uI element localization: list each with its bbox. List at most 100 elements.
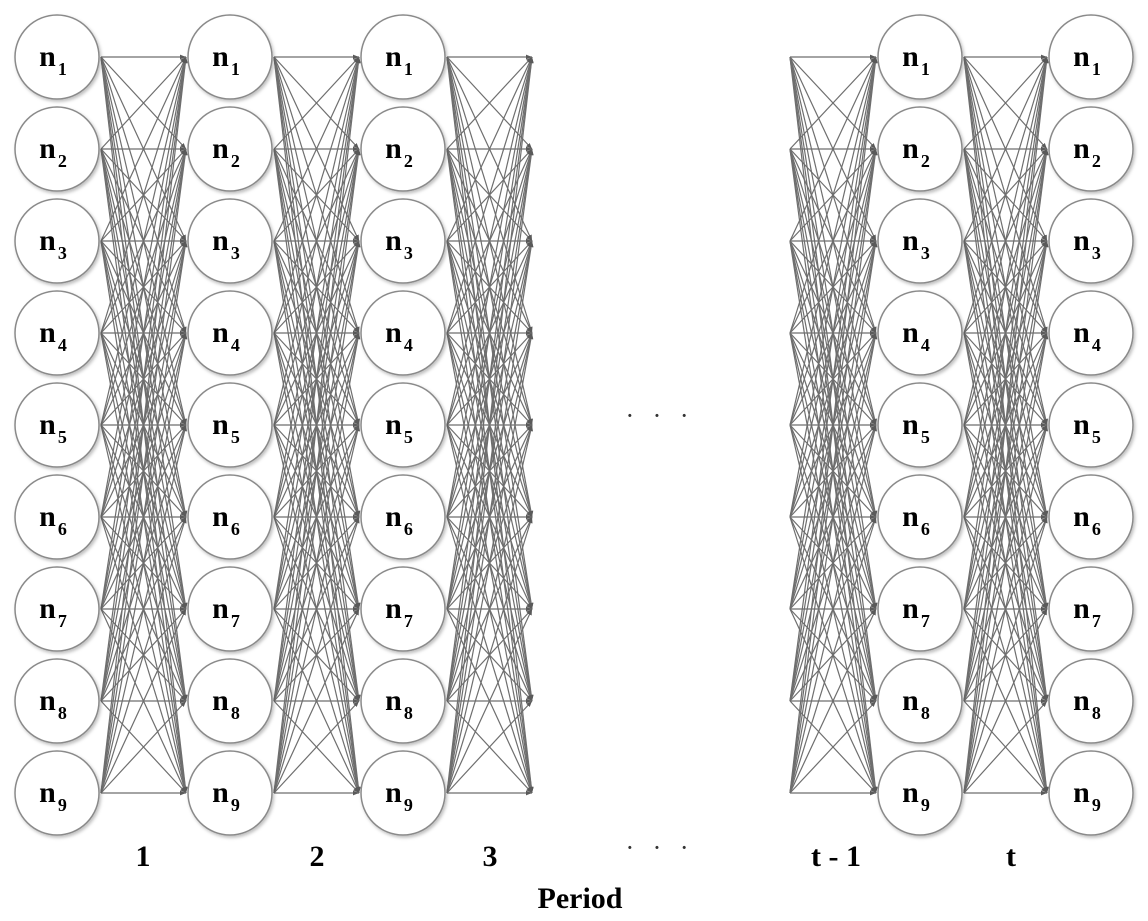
period-labels: 1 2 3 · · · t - 1 t bbox=[136, 833, 1017, 873]
node-circle bbox=[14, 14, 100, 100]
edge-p2-p3-2-1 bbox=[273, 56, 360, 150]
edge-in-pt-1-9-3 bbox=[789, 240, 878, 794]
edge-p1-p2-9-7 bbox=[100, 608, 187, 794]
node-circle bbox=[14, 106, 100, 192]
node-circle bbox=[360, 474, 446, 560]
edge-p2-p3-6-1 bbox=[273, 56, 361, 518]
edge-p3-out-5-1 bbox=[446, 56, 533, 426]
edge-p1-p2-9-6 bbox=[100, 516, 187, 794]
edge-in-pt-1-2-1 bbox=[789, 56, 877, 150]
edge-in-pt-1-4-1 bbox=[789, 56, 877, 334]
edge-p1-p2-3-1 bbox=[100, 56, 187, 242]
edge-p2-p3-9-1 bbox=[273, 56, 361, 794]
edge-p1-p2-2-1 bbox=[100, 56, 187, 150]
edge-in-pt-1-6-1 bbox=[789, 56, 878, 518]
edge-p2-p3-9-7 bbox=[273, 608, 360, 794]
edge-pt-1-pt-3-1 bbox=[963, 56, 1048, 242]
edge-p1-p2-9-2 bbox=[100, 148, 188, 794]
edge-pt-1-pt-4-1 bbox=[963, 56, 1048, 334]
edge-in-pt-1-7-1 bbox=[789, 56, 878, 610]
node-circle bbox=[877, 198, 963, 284]
edge-p3-out-9-3 bbox=[446, 240, 534, 794]
node-circle bbox=[14, 750, 100, 836]
node-circle bbox=[187, 658, 273, 744]
edge-p3-out-9-2 bbox=[446, 148, 534, 794]
edge-in-pt-1-9-7 bbox=[789, 608, 877, 794]
edge-p2-p3-9-8 bbox=[273, 700, 360, 794]
edge-p3-out-9-7 bbox=[446, 608, 533, 794]
edge-pt-1-pt-5-1 bbox=[963, 56, 1049, 426]
node-circle bbox=[14, 474, 100, 560]
edge-p1-p2-4-1 bbox=[100, 56, 187, 334]
edge-p2-p3-3-1 bbox=[273, 56, 360, 242]
node-circle bbox=[1048, 658, 1134, 744]
edge-p1-p2-8-1 bbox=[100, 56, 188, 702]
edge-in-pt-1-9-5 bbox=[789, 424, 877, 794]
node-circle bbox=[877, 566, 963, 652]
edge-in-pt-1-9-2 bbox=[789, 148, 878, 794]
node-circle bbox=[187, 566, 273, 652]
node-circle bbox=[877, 658, 963, 744]
node-circle bbox=[14, 566, 100, 652]
edge-p2-p3-9-6 bbox=[273, 516, 360, 794]
edge-in-pt-1-8-1 bbox=[789, 56, 878, 702]
edge-p1-p2-5-1 bbox=[100, 56, 187, 426]
edge-p3-out-9-4 bbox=[446, 332, 534, 794]
node-circle bbox=[1048, 106, 1134, 192]
edge-p3-out-3-1 bbox=[446, 56, 533, 242]
edge-pt-1-pt-9-7 bbox=[963, 608, 1048, 794]
node-circle bbox=[877, 106, 963, 192]
edge-p3-out-9-1 bbox=[446, 56, 534, 794]
edge-pt-1-pt-9-5 bbox=[963, 424, 1049, 794]
edge-p2-p3-9-3 bbox=[273, 240, 361, 794]
node-circle bbox=[14, 658, 100, 744]
period-label-t-minus-1: t - 1 bbox=[811, 840, 861, 873]
edge-pt-1-pt-9-1 bbox=[963, 56, 1049, 794]
edge-in-pt-1-9-1 bbox=[789, 56, 878, 794]
edge-pt-1-pt-9-8 bbox=[963, 700, 1048, 794]
edge-p3-out-9-6 bbox=[446, 516, 533, 794]
edge-in-pt-1-3-1 bbox=[789, 56, 877, 242]
edge-p2-p3-4-1 bbox=[273, 56, 360, 334]
edge-p2-p3-5-1 bbox=[273, 56, 360, 426]
node-circle bbox=[14, 290, 100, 376]
ellipsis-middle: · · · bbox=[626, 401, 695, 430]
